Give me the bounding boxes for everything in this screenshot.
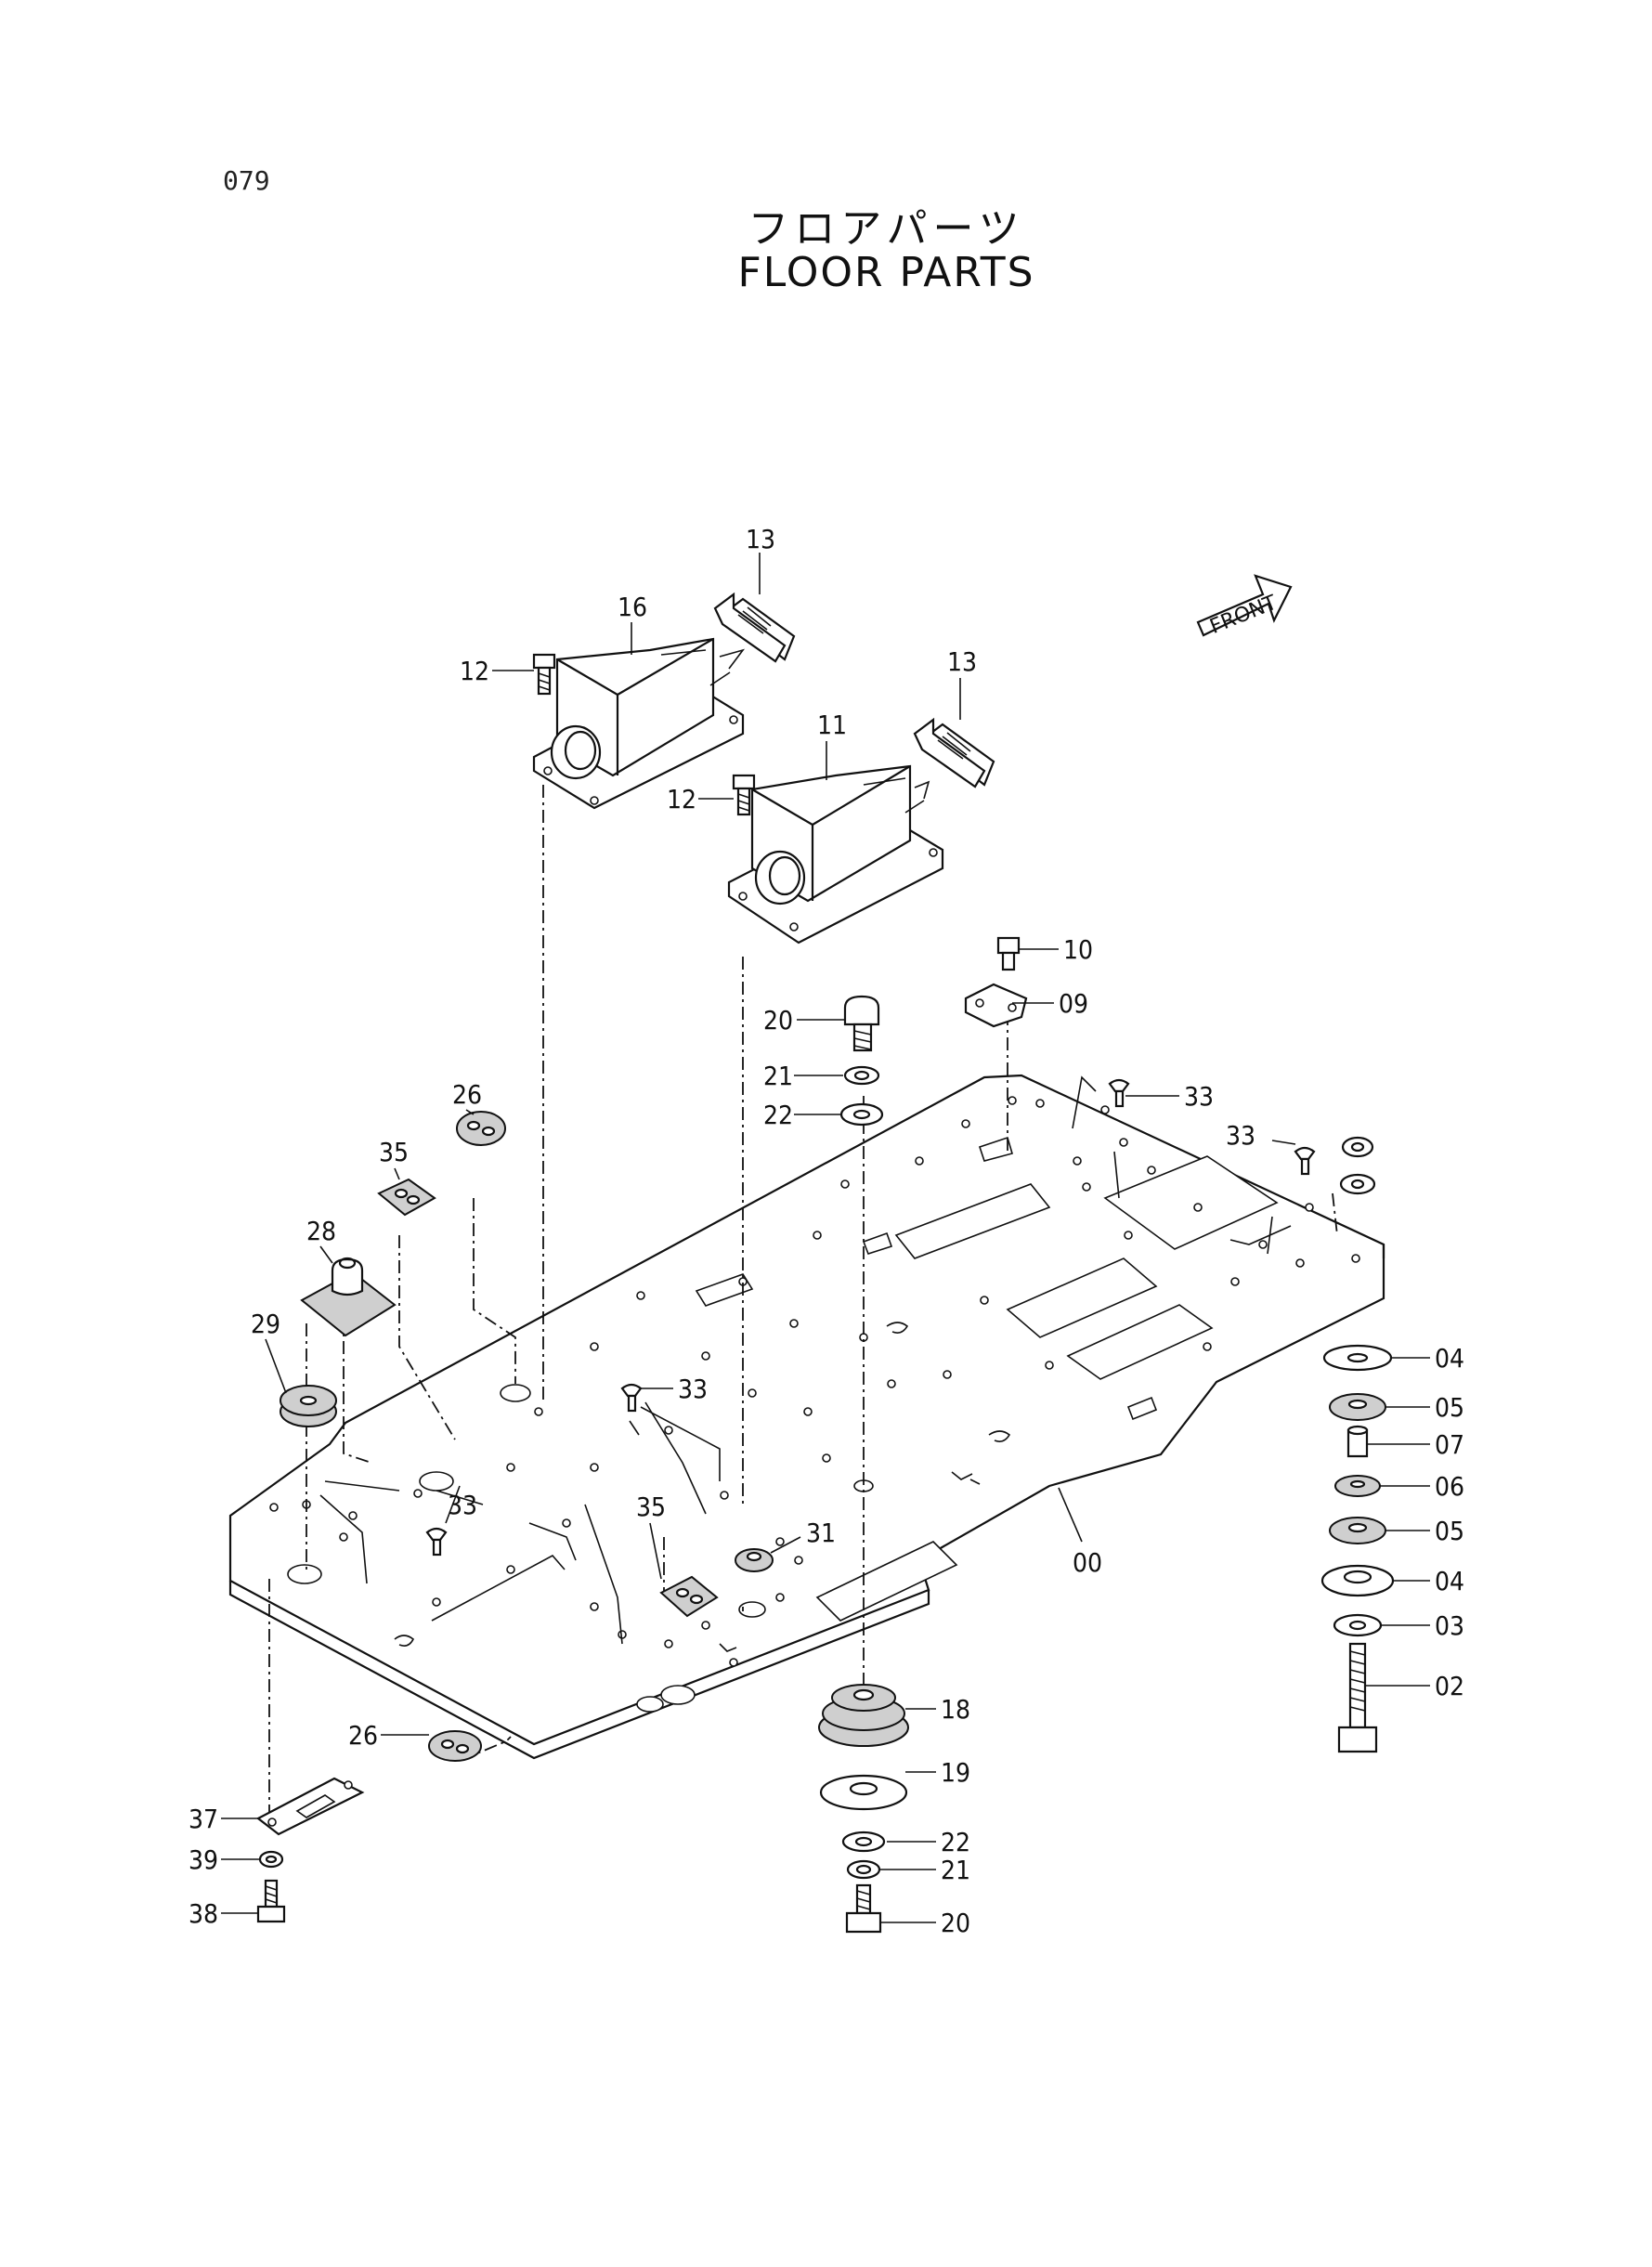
callout-37: 37 <box>189 1804 218 1834</box>
callout-26-lower: 26 <box>348 1720 378 1751</box>
callout-16: 16 <box>618 592 647 622</box>
callout-29: 29 <box>251 1309 280 1339</box>
washer-part-04-lower <box>1320 1564 1395 1597</box>
front-label: FRONT <box>1207 591 1281 639</box>
callout-07: 07 <box>1435 1429 1464 1460</box>
sleeve-part-07 <box>1346 1425 1369 1458</box>
callout-22-upper: 22 <box>763 1100 793 1130</box>
callout-33-b: 33 <box>1226 1120 1255 1151</box>
box-part-16 <box>532 637 746 810</box>
cushion-part-06 <box>1334 1475 1381 1497</box>
callout-19: 19 <box>941 1757 970 1788</box>
mount-part-18 <box>818 1684 909 1747</box>
bolt-part-33-b <box>1294 1146 1316 1176</box>
rubber-mount-part-29 <box>280 1385 337 1427</box>
bolt-part-12-upper <box>532 653 556 696</box>
floor-plate <box>228 1074 1385 1760</box>
bolt-part-33-d <box>425 1527 448 1557</box>
washer-part-22-lower <box>841 1831 886 1853</box>
callout-20-lower: 20 <box>941 1908 970 1938</box>
callout-31: 31 <box>806 1518 836 1548</box>
callout-04-upper: 04 <box>1435 1343 1464 1374</box>
rubber-mount-part-26-upper <box>456 1111 506 1146</box>
washer-part-03 <box>1333 1613 1383 1637</box>
rubber-mount-part-35-upper <box>377 1178 436 1217</box>
callout-39: 39 <box>189 1844 218 1875</box>
rubber-mount-part-26-lower <box>428 1730 482 1762</box>
rubber-mount-part-35-lower <box>659 1575 719 1618</box>
washer-part-39 <box>258 1850 284 1869</box>
callout-11: 11 <box>817 710 847 740</box>
bolt-part-10 <box>996 936 1021 971</box>
callout-12-lower: 12 <box>667 784 696 814</box>
callout-26-upper: 26 <box>452 1079 482 1110</box>
callout-leaders <box>221 553 1430 1923</box>
callout-38: 38 <box>189 1898 218 1929</box>
callout-20-upper: 20 <box>763 1005 793 1036</box>
page-title-japanese: フロアパーツ <box>748 205 1025 253</box>
front-arrow-icon: FRONT <box>1196 574 1293 639</box>
callout-05-upper: 05 <box>1435 1392 1464 1423</box>
leader-lines <box>319 1075 1292 1645</box>
callout-13-lower: 13 <box>947 646 977 677</box>
callout-33-d: 33 <box>448 1490 477 1520</box>
callout-labels: 13 16 13 11 12 12 10 09 33 33 20 21 22 2… <box>189 524 1464 1938</box>
bolt-part-20-lower <box>845 1883 882 1934</box>
plate-part-19 <box>819 1774 908 1811</box>
bolt-part-38 <box>256 1879 286 1923</box>
page-number: 079 <box>223 165 270 196</box>
bolt-part-33-a <box>1108 1078 1130 1108</box>
callout-18: 18 <box>941 1694 970 1725</box>
callout-22-lower: 22 <box>941 1827 970 1857</box>
bracket-part-37 <box>255 1777 365 1836</box>
callout-21-lower: 21 <box>941 1855 970 1885</box>
callout-35-upper: 35 <box>379 1137 409 1167</box>
callout-21-upper: 21 <box>763 1061 793 1091</box>
callout-09: 09 <box>1059 988 1088 1019</box>
callout-05-lower: 05 <box>1435 1516 1464 1546</box>
page-title-english: FLOOR PARTS <box>737 249 1035 296</box>
rubber-mount-part-28 <box>300 1257 397 1337</box>
bolt-part-20-upper <box>843 995 880 1052</box>
washer-part-21-upper <box>843 1065 880 1086</box>
callout-02: 02 <box>1435 1671 1464 1701</box>
cushion-part-05-lower <box>1329 1517 1386 1544</box>
assembly-lines <box>268 785 1338 1816</box>
callout-10: 10 <box>1063 934 1093 965</box>
callout-33-a: 33 <box>1184 1081 1214 1112</box>
bolt-part-33-c <box>620 1383 643 1413</box>
callout-03: 03 <box>1435 1610 1464 1641</box>
washer-part-22-upper <box>839 1102 884 1127</box>
box-part-11 <box>727 764 944 945</box>
cover-part-13-lower <box>904 717 995 814</box>
callout-00: 00 <box>1073 1547 1102 1578</box>
callout-04-lower: 04 <box>1435 1566 1464 1596</box>
grommet-part-31 <box>735 1548 774 1572</box>
cushion-part-05-upper <box>1329 1393 1386 1421</box>
cover-part-13-upper <box>709 592 796 686</box>
collar-right-upper <box>1339 1136 1376 1195</box>
bolt-part-02 <box>1337 1642 1378 1753</box>
washer-part-04-upper <box>1322 1344 1393 1372</box>
washer-part-21-lower <box>846 1859 881 1880</box>
callout-35-lower: 35 <box>636 1492 666 1522</box>
callout-06: 06 <box>1435 1471 1464 1502</box>
callout-33-c: 33 <box>678 1374 708 1404</box>
callout-28: 28 <box>306 1216 336 1246</box>
cover-plate-part-09 <box>964 983 1028 1028</box>
bolt-part-12-lower <box>732 774 756 816</box>
callout-12-upper: 12 <box>460 656 489 686</box>
callout-13-upper: 13 <box>746 524 775 554</box>
